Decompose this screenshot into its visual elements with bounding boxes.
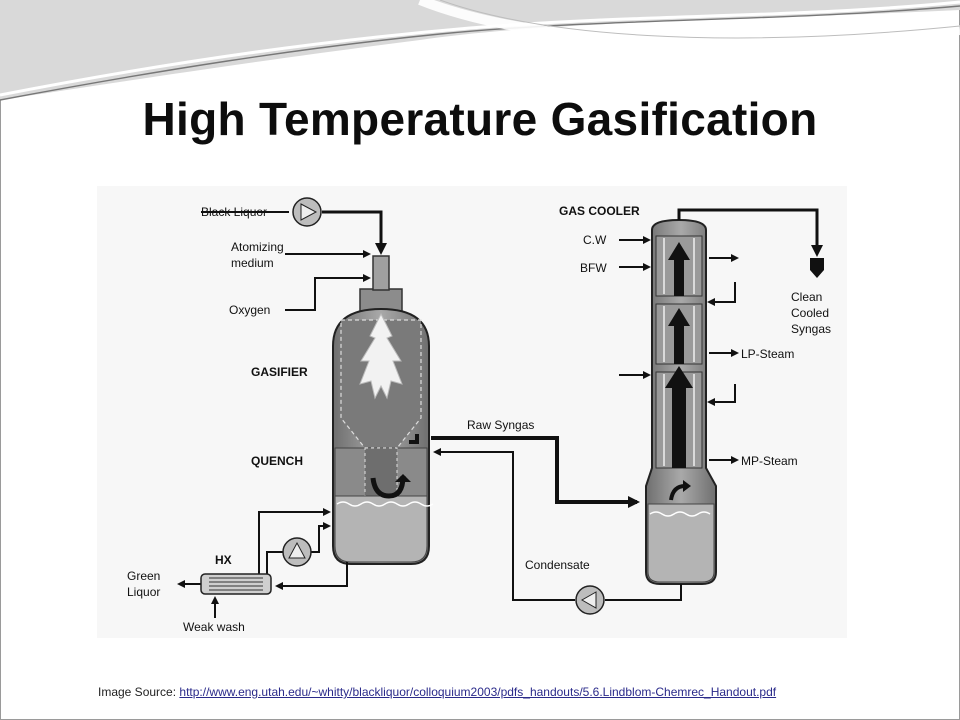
source-label: Image Source:	[98, 685, 177, 699]
label-mp-steam: MP-Steam	[741, 454, 798, 468]
clean-syngas-outlet	[810, 258, 824, 278]
gasification-diagram: Black Liquor Atomizing medium Oxygen GAS…	[127, 197, 831, 634]
label-oxygen: Oxygen	[229, 303, 270, 317]
label-bfw: BFW	[580, 261, 607, 275]
label-medium: medium	[231, 256, 274, 270]
source-link[interactable]: http://www.eng.utah.edu/~whitty/blackliq…	[179, 685, 777, 699]
label-liquor: Liquor	[127, 585, 160, 599]
label-gasifier: GASIFIER	[251, 365, 308, 379]
label-cooled: Cooled	[791, 306, 829, 320]
label-lp-steam: LP-Steam	[741, 347, 794, 361]
diagram-panel	[97, 186, 847, 638]
heat-exchanger	[200, 573, 272, 595]
label-weak-wash: Weak wash	[183, 620, 245, 634]
green-liquor-pump	[282, 537, 312, 567]
label-clean: Clean	[791, 290, 822, 304]
black-liquor-pump	[292, 197, 322, 227]
process-lines	[177, 208, 823, 618]
label-black-liquor: Black Liquor	[201, 205, 267, 219]
label-green: Green	[127, 569, 160, 583]
slide-title: High Temperature Gasification	[142, 93, 818, 145]
label-condensate: Condensate	[525, 558, 590, 572]
header-swoosh	[0, 0, 960, 101]
gas-cooler-vessel	[645, 218, 717, 585]
label-raw-syngas: Raw Syngas	[467, 418, 534, 432]
label-syngas: Syngas	[791, 322, 831, 336]
label-hx: HX	[215, 553, 232, 567]
image-source-line: Image Source: http://www.eng.utah.edu/~w…	[98, 685, 776, 699]
gasifier-vessel	[332, 255, 434, 565]
condensate-pump	[575, 585, 605, 615]
label-quench: QUENCH	[251, 454, 303, 468]
label-atomizing: Atomizing	[231, 240, 284, 254]
label-gas-cooler: GAS COOLER	[559, 204, 640, 218]
label-cw: C.W	[583, 233, 607, 247]
